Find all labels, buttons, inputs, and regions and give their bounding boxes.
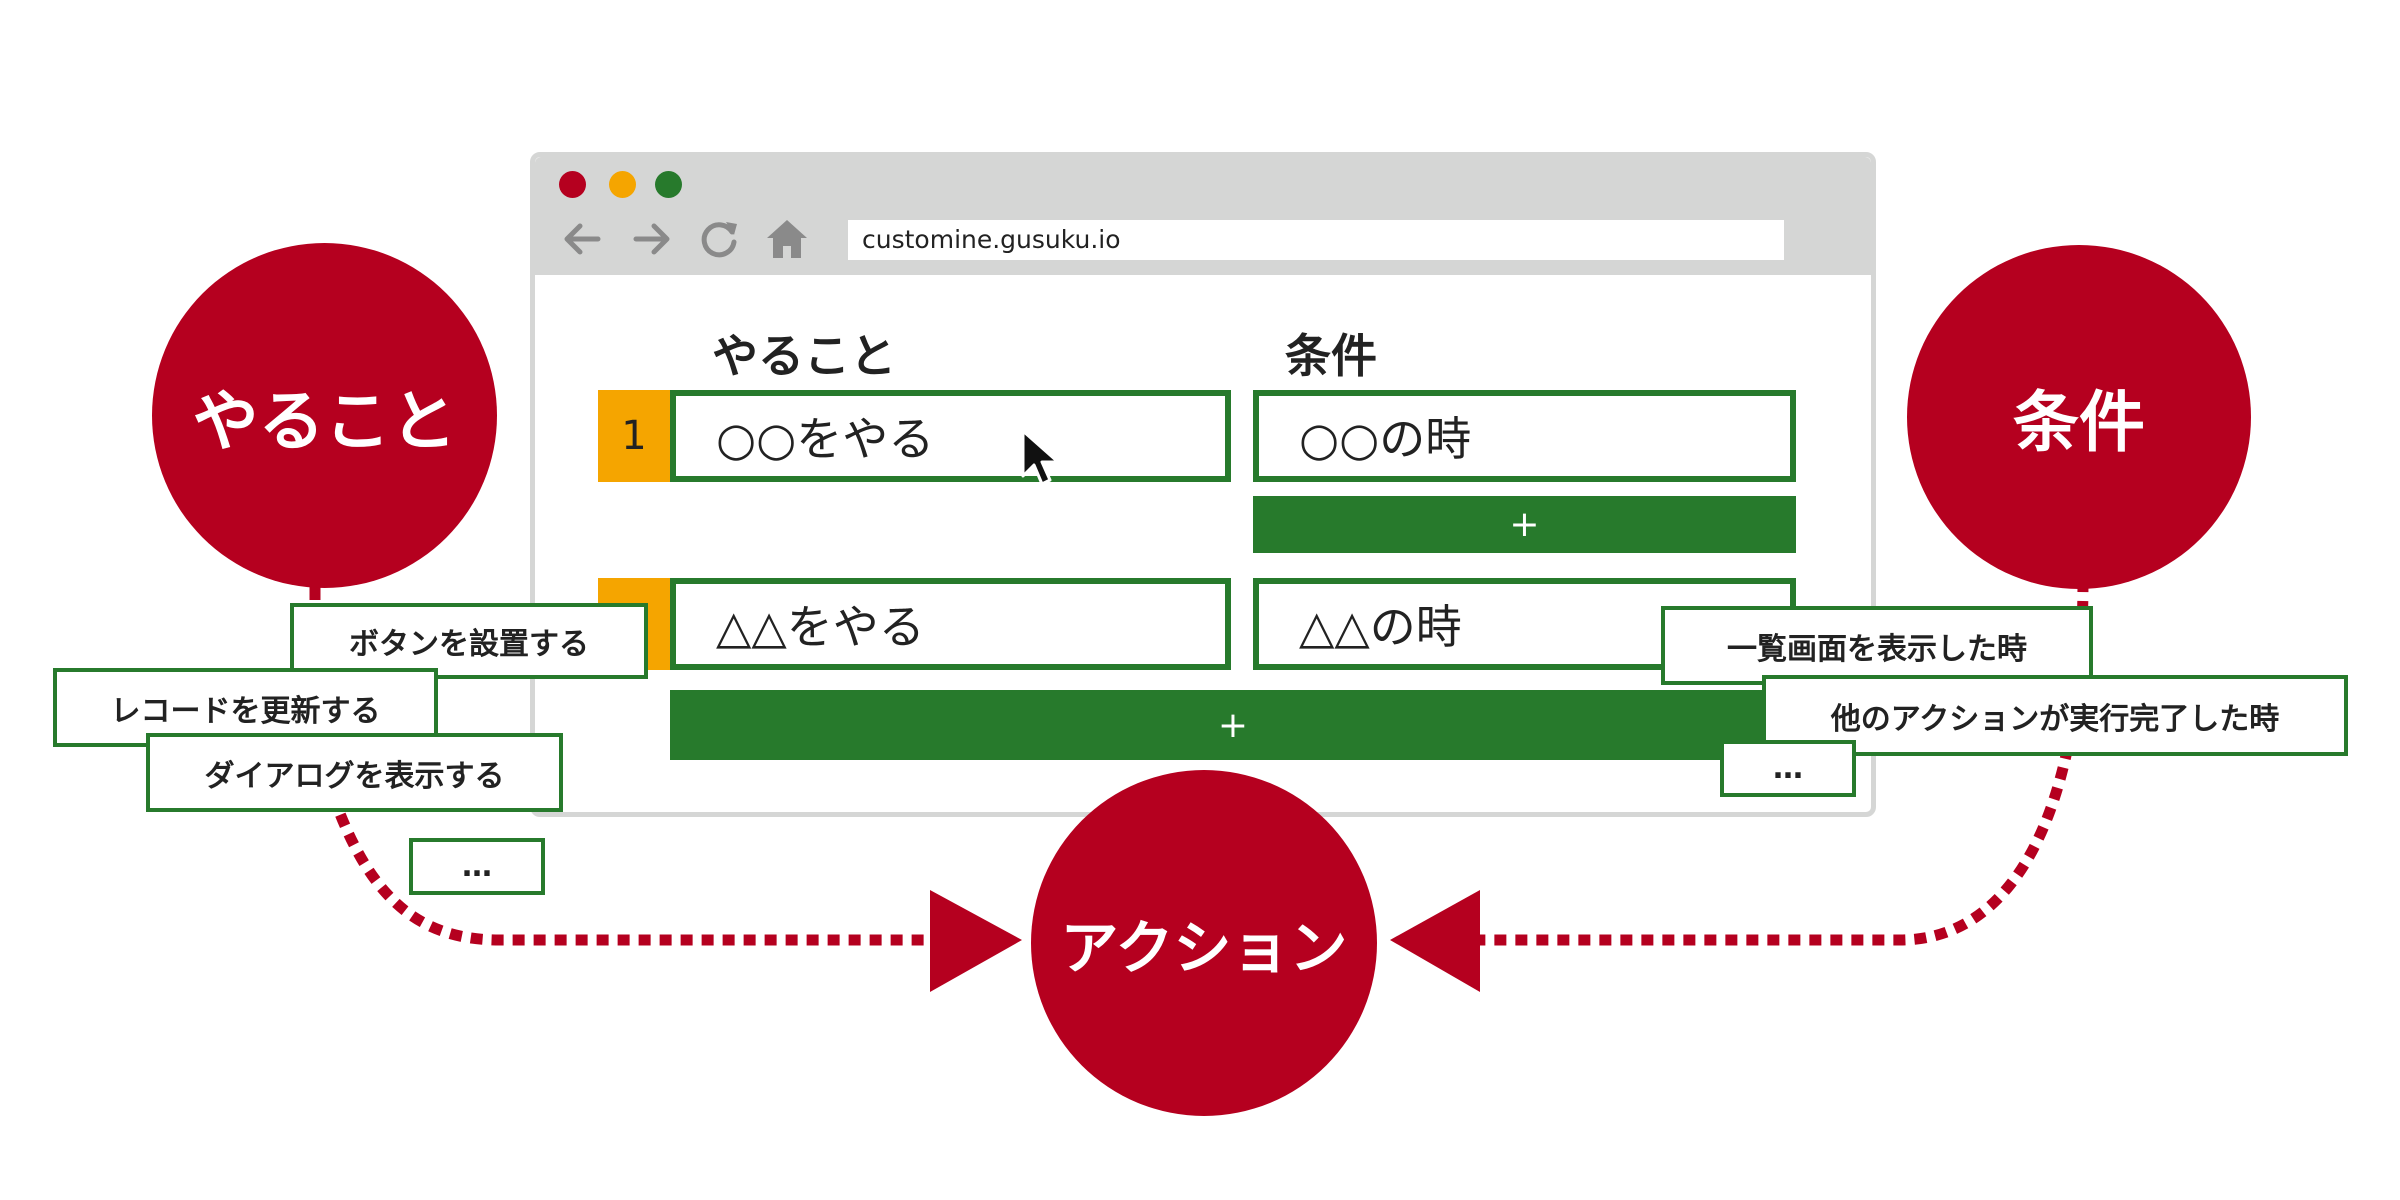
- right-arrowhead: [1390, 890, 1480, 992]
- column-header-condition: 条件: [1285, 329, 1377, 383]
- left-dotted-arrow: [327, 793, 930, 946]
- arrow-left-icon[interactable]: [560, 216, 606, 262]
- action-circle: やること: [152, 243, 497, 588]
- condition-circle: 条件: [1907, 245, 2251, 589]
- action-center-circle: アクション: [1031, 770, 1377, 1116]
- row-number: 1: [598, 390, 670, 482]
- condition-cell[interactable]: ○○の時: [1253, 390, 1796, 482]
- left-arrowhead: [930, 890, 1022, 992]
- maximize-dot-icon[interactable]: [655, 171, 682, 198]
- action-example-tag: ダイアログを表示する: [146, 733, 563, 812]
- add-condition-button[interactable]: +: [1253, 496, 1796, 553]
- action-example-tag: …: [409, 838, 545, 895]
- action-cell[interactable]: ○○をやる: [670, 390, 1231, 482]
- address-bar[interactable]: customine.gusuku.io: [848, 220, 1784, 260]
- mouse-cursor-icon: [1021, 429, 1060, 486]
- condition-example-tag: 他のアクションが実行完了した時: [1762, 675, 2348, 756]
- home-icon[interactable]: [764, 216, 810, 262]
- condition-example-tag: …: [1720, 740, 1856, 797]
- action-cell[interactable]: △△をやる: [670, 578, 1231, 670]
- action-example-tag: ボタンを設置する: [290, 603, 648, 679]
- minimize-dot-icon[interactable]: [609, 171, 636, 198]
- close-dot-icon[interactable]: [559, 171, 586, 198]
- column-header-action: やること: [712, 329, 896, 383]
- condition-example-tag: 一覧画面を表示した時: [1661, 606, 2093, 685]
- arrow-right-icon[interactable]: [628, 216, 674, 262]
- reload-icon[interactable]: [696, 216, 742, 262]
- add-row-button[interactable]: +: [670, 690, 1796, 760]
